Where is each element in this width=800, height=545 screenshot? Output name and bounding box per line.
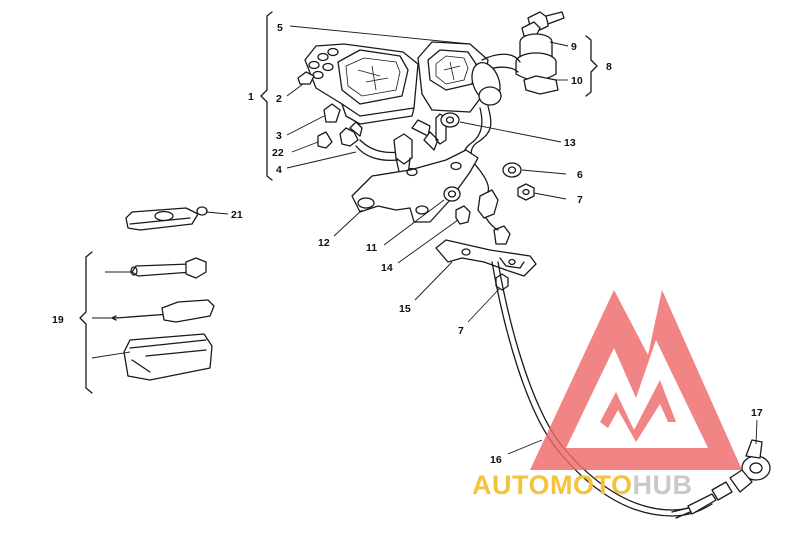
ignition-key bbox=[521, 11, 565, 37]
bulb-socket-22 bbox=[317, 131, 333, 149]
ignition-wiring bbox=[462, 53, 521, 173]
indicator-lamp-2 bbox=[297, 71, 315, 85]
callout-22: 22 bbox=[272, 147, 284, 159]
socket-wrench bbox=[130, 257, 207, 279]
mount-studs bbox=[411, 113, 447, 151]
cable-bracket-15 bbox=[435, 239, 537, 277]
callout-21: 21 bbox=[231, 209, 243, 221]
watermark-text-auto: AUTO bbox=[472, 470, 550, 500]
wiring-loom-4 bbox=[339, 121, 401, 162]
callout-6: 6 bbox=[577, 169, 583, 181]
callout-labels: 5 9 8 10 1 2 13 3 22 6 4 7 21 12 11 14 1… bbox=[52, 22, 763, 466]
watermark-wordmark: AUTOMOTOHUB bbox=[472, 470, 693, 500]
callout-1: 1 bbox=[248, 91, 254, 103]
bracket-group-8 bbox=[585, 35, 598, 97]
callout-2: 2 bbox=[276, 93, 282, 105]
callout-19: 19 bbox=[52, 314, 64, 326]
callout-4: 4 bbox=[276, 164, 282, 176]
callout-7b: 7 bbox=[458, 325, 464, 337]
callout-8: 8 bbox=[606, 61, 612, 73]
callout-5: 5 bbox=[277, 22, 283, 34]
svg-text:AUTOMOTOHUB: AUTOMOTOHUB bbox=[472, 470, 693, 500]
speed-sensor-17 bbox=[729, 439, 771, 493]
nut-7-upper bbox=[517, 183, 535, 201]
tool-pouch bbox=[123, 333, 213, 381]
callout-14: 14 bbox=[381, 262, 393, 274]
harness-connector bbox=[477, 167, 511, 245]
callout-16: 16 bbox=[490, 454, 502, 466]
watermark-inner-mark bbox=[600, 380, 676, 442]
tool-strap-21 bbox=[125, 206, 208, 231]
callout-12: 12 bbox=[318, 237, 330, 249]
callout-7: 7 bbox=[577, 194, 583, 206]
ignition-switch-body bbox=[515, 33, 559, 95]
callout-11: 11 bbox=[366, 242, 377, 254]
watermark-text-hub: HUB bbox=[633, 470, 693, 500]
callout-9: 9 bbox=[571, 41, 577, 53]
screwdriver bbox=[111, 299, 215, 323]
callout-13: 13 bbox=[564, 137, 576, 149]
spacer-14 bbox=[455, 205, 471, 225]
watermark-logo bbox=[530, 290, 742, 470]
washer-13 bbox=[440, 112, 460, 128]
leader-lines bbox=[91, 25, 758, 455]
speedometer-unit bbox=[304, 43, 419, 125]
watermark-triangle-icon bbox=[530, 290, 742, 470]
watermark-text-moto: MOTO bbox=[550, 470, 633, 500]
speedometer-cable-16 bbox=[491, 261, 733, 519]
callout-10: 10 bbox=[571, 75, 583, 87]
bracket-group-1 bbox=[260, 11, 273, 181]
callout-15: 15 bbox=[399, 303, 411, 315]
callout-3: 3 bbox=[276, 130, 282, 142]
callout-17: 17 bbox=[751, 407, 763, 419]
washer-6 bbox=[502, 162, 522, 178]
bulb-3 bbox=[323, 103, 341, 123]
bracket-group-19 bbox=[79, 251, 93, 394]
grommet-11 bbox=[443, 186, 461, 202]
